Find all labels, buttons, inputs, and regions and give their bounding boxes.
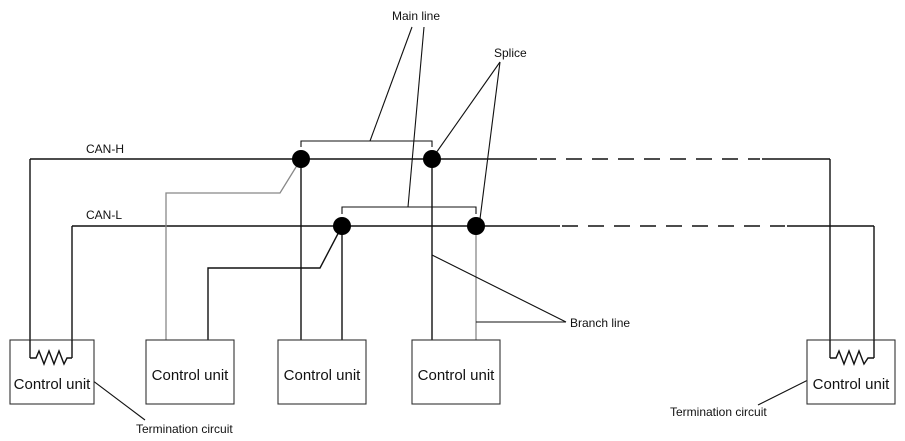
can-l-label: CAN-L: [86, 208, 122, 222]
splice-dot: [423, 150, 441, 168]
splice-label: Splice: [494, 46, 527, 60]
control-unit-2: Control unit: [145, 339, 235, 405]
can-l-line: [71, 225, 875, 358]
termination-circuit-right: [829, 340, 875, 366]
branch-lines: [165, 158, 477, 340]
splices: [292, 150, 485, 235]
can-h-label: CAN-H: [86, 142, 124, 156]
termination-circuit-right-label: Termination circuit: [670, 405, 767, 419]
resistor-icon: [30, 349, 72, 366]
splice-dot: [467, 217, 485, 235]
control-unit-1: Control unit: [9, 339, 95, 405]
splice-dot: [292, 150, 310, 168]
control-unit-3: Control unit: [277, 339, 367, 405]
control-unit-label: Control unit: [14, 376, 92, 393]
control-unit-label: Control unit: [418, 367, 496, 384]
splice-dot: [333, 217, 351, 235]
main-line-label: Main line: [392, 9, 440, 23]
control-unit-5: Control unit: [806, 339, 896, 405]
can-h-line: [29, 158, 831, 358]
resistor-icon: [830, 349, 874, 366]
main-line-braces: [300, 140, 477, 214]
control-unit-label: Control unit: [284, 367, 362, 384]
control-unit-4: Control unit: [411, 339, 501, 405]
termination-circuit-left: [29, 340, 73, 366]
control-unit-label: Control unit: [152, 367, 230, 384]
branch-line-label: Branch line: [570, 316, 630, 330]
control-unit-label: Control unit: [813, 376, 891, 393]
termination-circuit-left-label: Termination circuit: [136, 422, 233, 436]
